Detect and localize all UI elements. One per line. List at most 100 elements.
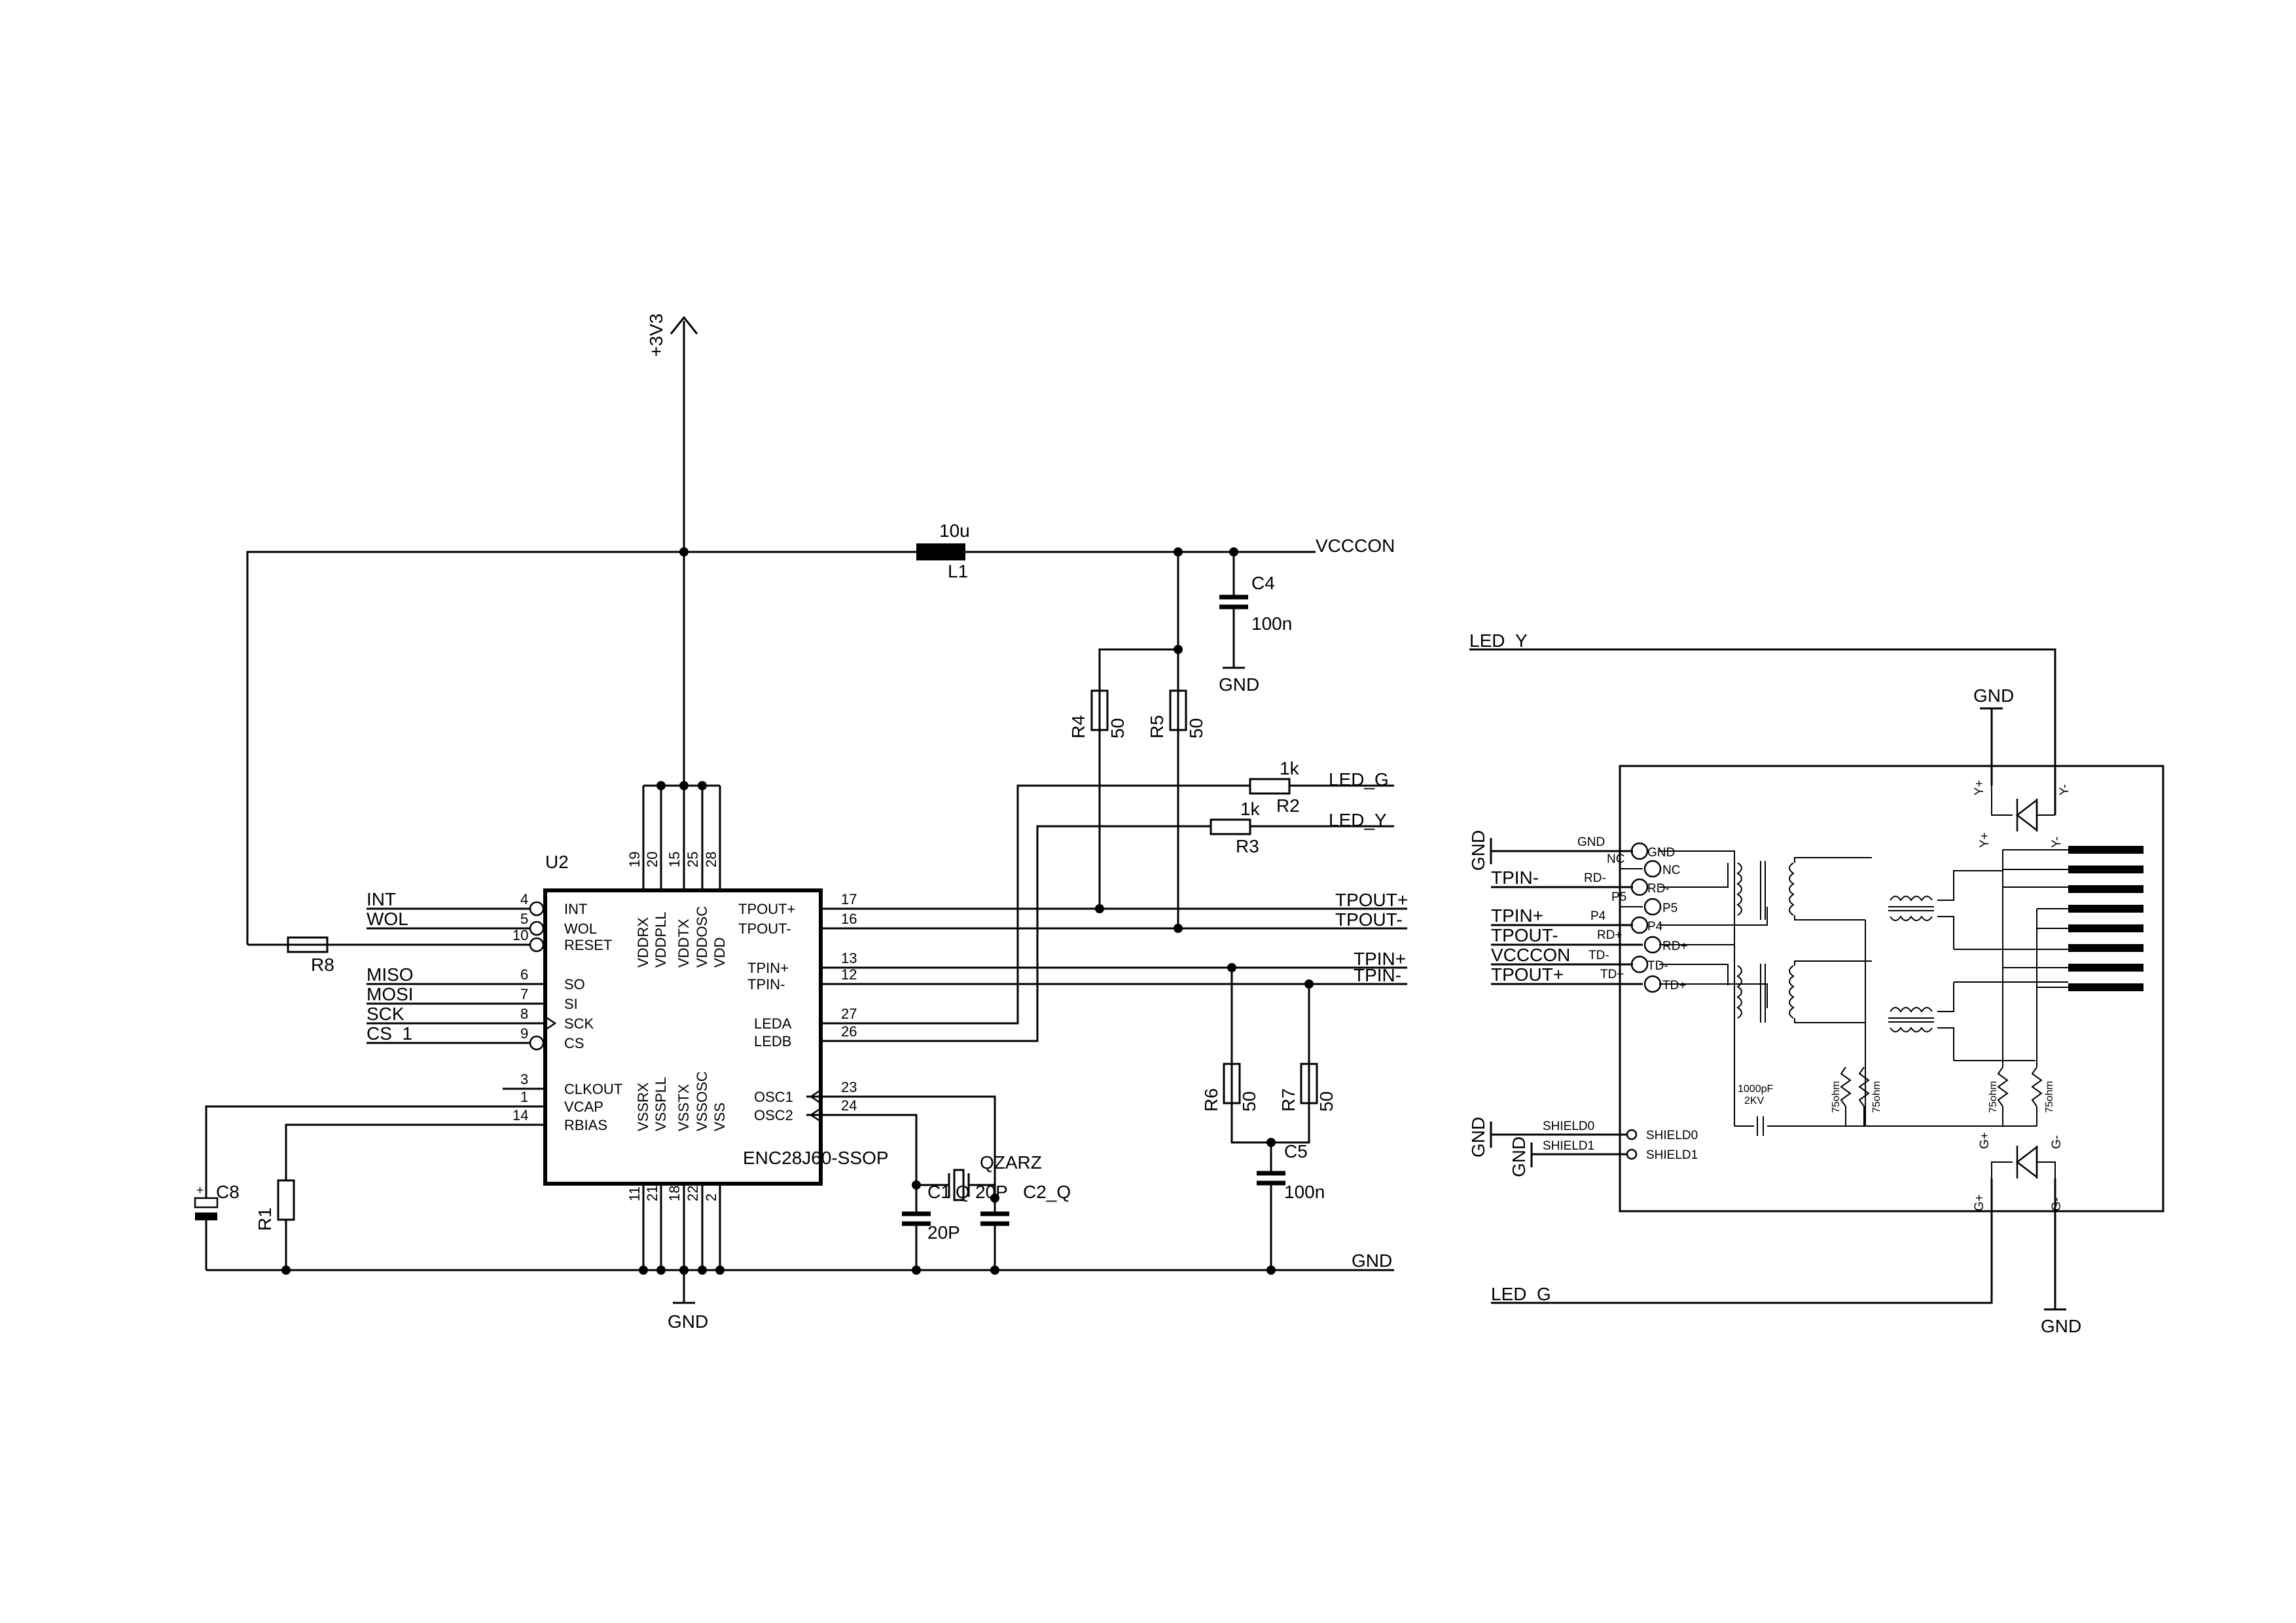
- pin-9: 9: [520, 1025, 528, 1042]
- rj45-pin-p5-in: P5: [1662, 902, 1677, 915]
- rj45-led-y-net: LED_Y: [1469, 630, 1528, 651]
- pin-8: 8: [520, 1006, 528, 1022]
- u2-left-pins: 4 INT INT 5 WOL WOL R8 10 RESET 6 SO MIS…: [205, 889, 622, 1198]
- rj45-tpin-p-net: TPIN+: [1491, 905, 1543, 926]
- r6-value: 50: [1239, 1091, 1259, 1112]
- c4-ref: C4: [1251, 573, 1275, 593]
- led-y-minus-2: Y-: [2050, 837, 2064, 848]
- u2-ref: U2: [545, 852, 569, 872]
- net-cs1: CS_1: [367, 1023, 412, 1044]
- pin-2: 2: [703, 1194, 719, 1201]
- r2-value: 1k: [1280, 758, 1300, 778]
- shield0-in: SHIELD0: [1646, 1129, 1698, 1142]
- pin-rbias: RBIAS: [564, 1117, 607, 1133]
- shield1-in: SHIELD1: [1646, 1148, 1698, 1162]
- term-r-3: 75ohm: [1988, 1081, 1999, 1113]
- pin-clkout: CLKOUT: [564, 1081, 622, 1097]
- pin-26: 26: [841, 1023, 857, 1040]
- rj45-pin-p4-out: P4: [1590, 909, 1606, 923]
- pin-27: 27: [841, 1006, 857, 1022]
- rj45-shield-pins: GND SHIELD0 SHIELD0 GND SHIELD1 SHIELD1: [1468, 1117, 1698, 1177]
- r7-value: 50: [1316, 1091, 1336, 1112]
- pin-10: 10: [512, 927, 528, 943]
- rj45-pin-nc-in: NC: [1662, 864, 1680, 877]
- rj45-contacts: [1954, 846, 2144, 1061]
- rj45-connector: LED_Y GND Y+ Y- Y+ Y- LED_G GND G+ G- G+…: [1468, 630, 2164, 1336]
- pin-11: 11: [626, 1186, 643, 1201]
- rj45-tpin-n-net: TPIN-: [1491, 867, 1539, 888]
- pin-vddpll: VDDPLL: [653, 911, 669, 968]
- pin-25: 25: [685, 852, 701, 867]
- pin-12: 12: [841, 966, 857, 983]
- c1-value: 20P: [927, 1222, 960, 1243]
- rj45-pin-nc-out: NC: [1607, 852, 1624, 866]
- led-g-gnd: GND: [2041, 1316, 2081, 1336]
- pin-vssosc: VSSOSC: [694, 1071, 710, 1131]
- net-gnd: GND: [1352, 1250, 1392, 1271]
- c4-value: 100n: [1251, 613, 1292, 634]
- rj45-vcccon-net: VCCCON: [1491, 945, 1570, 965]
- pin-5: 5: [520, 911, 528, 927]
- resistor-r1: [277, 1179, 295, 1221]
- r7-ref: R7: [1278, 1088, 1299, 1112]
- crystal-ref: Q: [956, 1182, 970, 1202]
- u2-gnd: GND: [668, 1311, 708, 1332]
- pin-vsstx: VSSTX: [675, 1084, 692, 1131]
- net-tpin-n: TPIN-: [1354, 965, 1401, 985]
- r1-ref: R1: [255, 1207, 275, 1231]
- pin-1: 1: [520, 1089, 528, 1105]
- c4-gnd: GND: [1219, 674, 1259, 695]
- net-sck: SCK: [367, 1004, 404, 1024]
- rj45-left-pins: GND GND GND NC NC TPIN- RD- RD- P5 P5 TP…: [1468, 830, 1688, 993]
- pin-13: 13: [841, 950, 857, 966]
- pin-so: SO: [564, 976, 585, 993]
- pin-3: 3: [520, 1071, 528, 1087]
- rj45-gnd-net: GND: [1468, 830, 1488, 871]
- pin-tpin-p: TPIN+: [747, 960, 789, 976]
- pin-tpin-n: TPIN-: [747, 976, 785, 993]
- u2-right-pins: 17 TPOUT+ TPOUT+ 16 TPOUT- TPOUT- 13 TPI…: [738, 784, 1408, 1198]
- pin-15: 15: [666, 852, 683, 867]
- resistor-r3: [1210, 818, 1251, 835]
- cap-voltage: 2KV: [1744, 1095, 1765, 1106]
- c2-ref: C2_Q: [1023, 1182, 1071, 1202]
- net-mosi: MOSI: [367, 984, 414, 1004]
- pin-vdd: VDD: [711, 938, 728, 968]
- rj45-pin-tdp-out: TD+: [1600, 968, 1624, 981]
- vcc-label: +3V3: [646, 314, 666, 357]
- pin-19: 19: [626, 852, 643, 867]
- pin-vssrx: VSSRX: [635, 1082, 651, 1131]
- pin-4: 4: [520, 891, 528, 907]
- net-int: INT: [367, 889, 396, 909]
- pin-16: 16: [841, 911, 857, 927]
- shield1-gnd-net: GND: [1509, 1137, 1529, 1177]
- shield0-out: SHIELD0: [1543, 1120, 1594, 1133]
- pin-21: 21: [644, 1186, 660, 1201]
- inductor-l1: [916, 543, 965, 560]
- rj45-pin-p4-in: P4: [1647, 920, 1663, 934]
- pin-si: SI: [564, 996, 578, 1012]
- resistor-r6: [1223, 1063, 1241, 1104]
- led-y-plus-2: Y+: [1978, 832, 1992, 848]
- pin-18: 18: [666, 1186, 683, 1201]
- rj45-pin-rdn-in: RD-: [1647, 882, 1670, 896]
- c2-value: 20P: [975, 1182, 1008, 1202]
- rj45-pin-rdp-out: RD+: [1597, 928, 1623, 942]
- pin-vddosc: VDDOSC: [694, 906, 710, 968]
- pin-tpout-p: TPOUT+: [738, 901, 795, 917]
- led-g-minus: G-: [2050, 1135, 2064, 1149]
- r6-ref: R6: [1201, 1088, 1221, 1112]
- rj45-pin-gnd-in: GND: [1647, 846, 1675, 860]
- led-resistors: 1k R2 LED_G 1k R3 LED_Y: [1210, 758, 1394, 856]
- pin-22: 22: [685, 1186, 701, 1201]
- pin-osc2: OSC2: [754, 1107, 793, 1123]
- rj45-pin-gnd-out: GND: [1577, 835, 1605, 849]
- pin-wol: WOL: [564, 921, 597, 937]
- rx-termination: R6 50 R7 50 C5 100n: [1201, 963, 1336, 1270]
- resistor-r7: [1300, 1063, 1318, 1104]
- net-tpout-p: TPOUT+: [1335, 890, 1408, 910]
- rj45-pin-tdn-in: TD-: [1647, 959, 1668, 973]
- pin-tpout-n: TPOUT-: [738, 921, 791, 937]
- r8-ref: R8: [311, 955, 334, 975]
